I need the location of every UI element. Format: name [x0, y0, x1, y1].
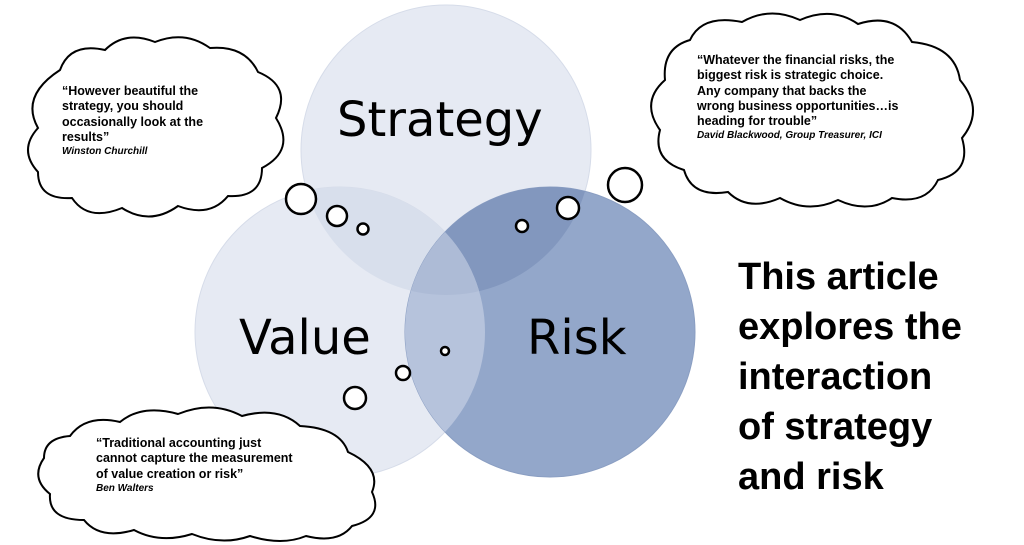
strategy-value-overlap [301, 187, 485, 295]
quote-line: of value creation or risk” [96, 466, 244, 481]
thought-bubble-dot [394, 364, 412, 382]
risk-label: Risk [527, 310, 627, 366]
quote-line: strategy, you should [62, 99, 184, 114]
thought-bubble-dot [342, 385, 368, 411]
thought-bubble-dot [356, 222, 370, 236]
quote-line: heading for trouble” [697, 114, 818, 128]
quote-author: Ben Walters [96, 482, 154, 494]
thought-cloud-blackwood [650, 12, 974, 208]
quote-line: Any company that backs the [697, 83, 867, 98]
quote-author: David Blackwood, Group Treasurer, ICI [697, 130, 882, 142]
thought-bubble-dot [606, 166, 644, 204]
article-statement: This article explores the interaction of… [738, 252, 1018, 502]
quote-line: wrong business opportunities…is [697, 98, 899, 113]
value-label: Value [239, 310, 371, 366]
quote-blackwood: “Whatever the financial risks, the bigge… [697, 53, 937, 142]
quote-line: biggest risk is strategic choice. [697, 68, 884, 83]
thought-bubble-dot [555, 195, 581, 221]
quote-churchill: “However beautiful the strategy, you sho… [62, 84, 237, 158]
quote-line: cannot capture the measurement [96, 451, 293, 466]
thought-bubble-dot [284, 182, 318, 216]
thought-bubble-dot [439, 345, 451, 357]
thought-bubble-dot [514, 218, 530, 234]
quote-walters: “Traditional accounting just cannot capt… [96, 436, 326, 495]
strategy-label: Strategy [337, 92, 543, 148]
thought-bubble-dot [325, 204, 349, 228]
quote-line: results” [62, 129, 110, 144]
quote-line: “Traditional accounting just [96, 436, 262, 450]
article-line: of strategy [738, 406, 933, 448]
thought-cloud-churchill [27, 36, 285, 218]
article-line: This article [738, 256, 939, 298]
article-line: explores the [738, 306, 962, 348]
quote-author: Winston Churchill [62, 146, 148, 157]
article-line: interaction [738, 356, 933, 398]
thought-cloud-walters [37, 406, 377, 542]
article-line: and risk [738, 456, 884, 498]
quote-line: “However beautiful the [62, 84, 199, 98]
quote-line: “Whatever the financial risks, the [697, 53, 895, 67]
quote-line: occasionally look at the [62, 114, 204, 129]
